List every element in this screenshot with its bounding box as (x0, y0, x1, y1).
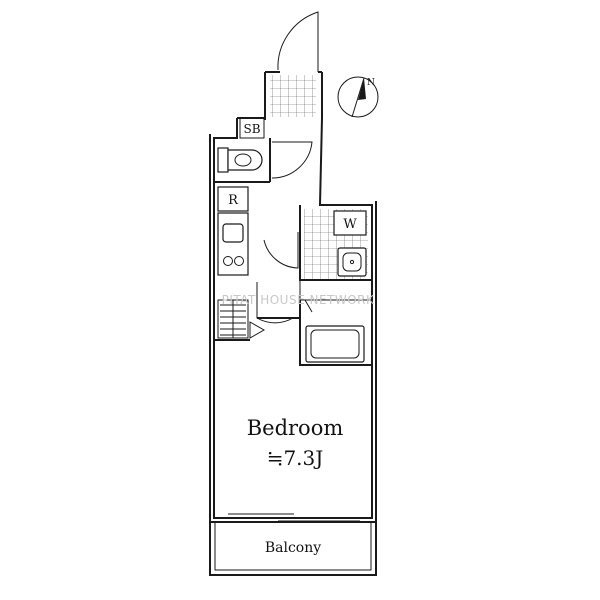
bathroom (299, 299, 372, 366)
bedroom: Bedroom ≒7.3J (214, 339, 344, 470)
bedroom-size: ≒7.3J (267, 446, 324, 470)
balcony-label: Balcony (265, 540, 321, 556)
washroom-door (263, 232, 299, 269)
watermark: PITAT HOUSE NETWORK (222, 293, 375, 307)
bedroom-name: Bedroom (247, 416, 344, 440)
sink-icon (222, 223, 244, 243)
shoe-box: SB (239, 117, 265, 139)
washer-label: W (343, 217, 357, 232)
north-label: N (367, 78, 375, 88)
washbasin-icon (337, 247, 367, 277)
closet (217, 299, 249, 339)
shoe-box-label: SB (243, 122, 260, 136)
balcony: Balcony (209, 522, 377, 576)
front-door (277, 11, 319, 72)
stove-icon (223, 256, 244, 266)
balcony-window (228, 513, 360, 522)
toilet-room (214, 138, 313, 183)
entrance (264, 11, 323, 120)
kitchen: R (217, 186, 266, 339)
washroom: W (299, 209, 372, 301)
toilet-door (271, 141, 313, 179)
north-arrow-icon: N (337, 76, 379, 118)
toilet-icon (217, 147, 263, 173)
bathtub-icon (305, 325, 365, 363)
refrigerator-label: R (228, 193, 239, 208)
